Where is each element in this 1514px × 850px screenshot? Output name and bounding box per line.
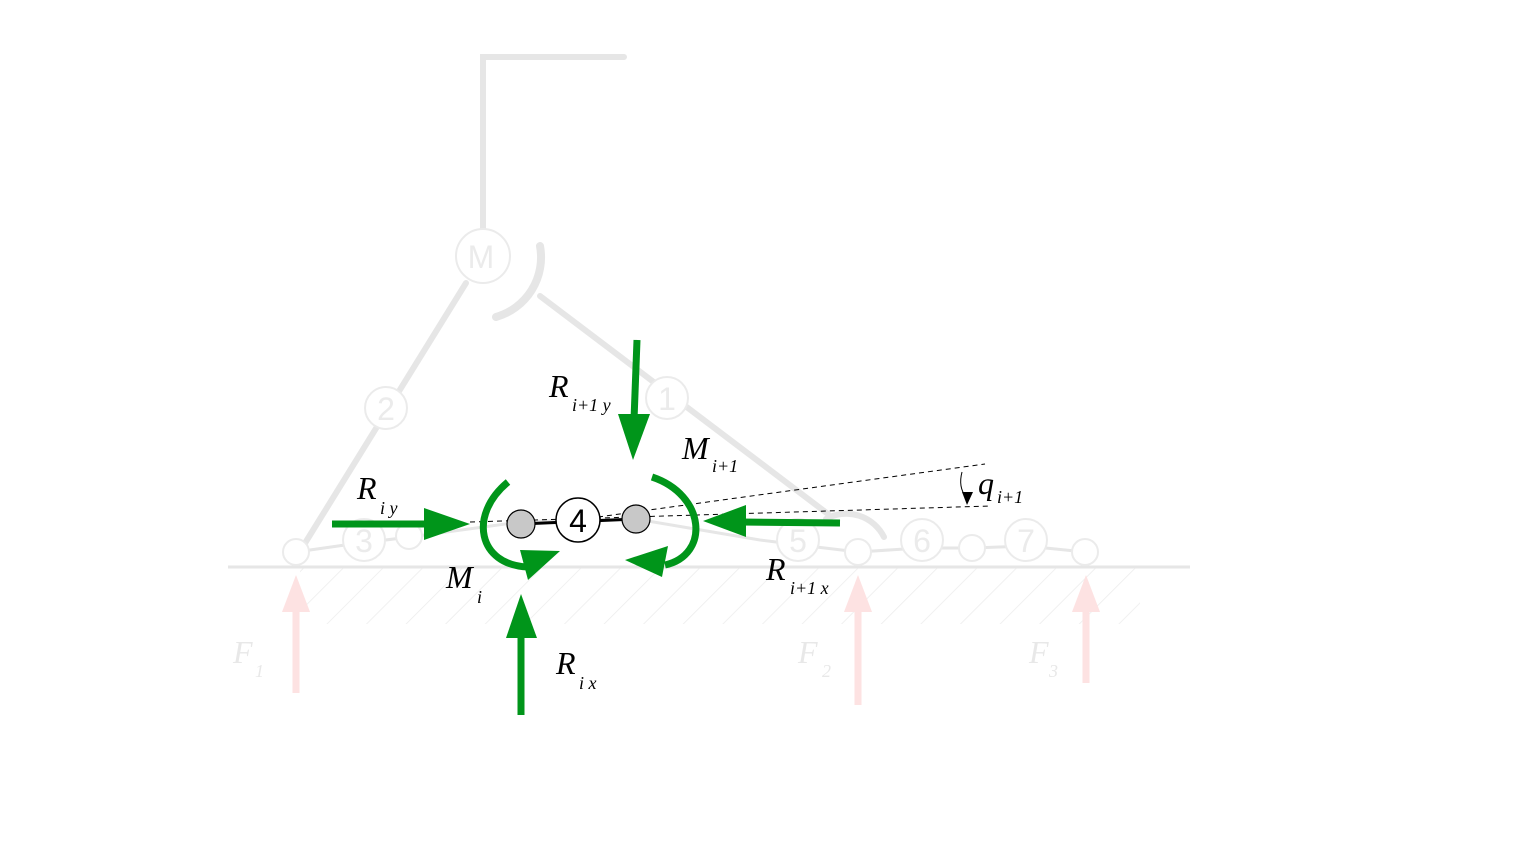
angle-guides bbox=[469, 463, 991, 523]
frame-bracket bbox=[480, 54, 627, 235]
link-7-node bbox=[1004, 518, 1048, 562]
svg-text:6: 6 bbox=[913, 523, 931, 559]
svg-text:2: 2 bbox=[377, 391, 395, 427]
labels: R i y R i+1 y M i+1 q i+1 M i R i+1 x R … bbox=[356, 368, 1023, 693]
svg-text:3: 3 bbox=[1048, 661, 1058, 681]
svg-text:M: M bbox=[468, 239, 495, 275]
R-iy-label: R bbox=[356, 470, 377, 506]
joint-5-arc bbox=[823, 510, 887, 540]
R-i1x-arrow bbox=[739, 518, 841, 527]
svg-text:2: 2 bbox=[822, 661, 831, 681]
small-joint bbox=[958, 534, 986, 562]
M-i1-label: M bbox=[681, 430, 711, 466]
svg-text:i: i bbox=[477, 587, 482, 607]
link-6-node bbox=[900, 518, 944, 562]
R-i1y-arrow bbox=[630, 339, 641, 421]
svg-text:5: 5 bbox=[789, 523, 807, 559]
R-i1x-label: R bbox=[765, 551, 786, 587]
svg-text:i+1: i+1 bbox=[712, 456, 738, 476]
contact-joint-3 bbox=[1071, 538, 1099, 566]
svg-text:i+1 x: i+1 x bbox=[790, 578, 829, 598]
link-4-element: 4 bbox=[506, 497, 651, 543]
svg-text:3: 3 bbox=[355, 523, 373, 559]
faded-nodes: M 2 1 3 5 6 7 bbox=[282, 228, 1099, 566]
joint-right bbox=[621, 504, 651, 534]
svg-text:4: 4 bbox=[569, 503, 587, 539]
svg-text:i y: i y bbox=[380, 498, 398, 518]
svg-text:7: 7 bbox=[1017, 523, 1035, 559]
q-i1-label: q bbox=[978, 465, 994, 501]
motor-node bbox=[455, 228, 511, 284]
motor-arc bbox=[492, 242, 546, 321]
svg-text:1: 1 bbox=[255, 661, 264, 681]
F1-label: F bbox=[232, 634, 253, 670]
ground-forces bbox=[282, 575, 1100, 705]
F2-label: F bbox=[797, 634, 818, 670]
R-ix-label: R bbox=[555, 645, 576, 681]
svg-text:i+1: i+1 bbox=[997, 487, 1023, 507]
R-i1y-label: R bbox=[548, 368, 569, 404]
contact-joint-2 bbox=[844, 538, 872, 566]
ground bbox=[228, 565, 1190, 624]
force-labels: F 1 F 2 F 3 bbox=[232, 634, 1058, 681]
svg-text:i x: i x bbox=[579, 673, 597, 693]
contact-joint-1 bbox=[282, 538, 310, 566]
svg-text:1: 1 bbox=[658, 381, 676, 417]
F3-label: F bbox=[1028, 634, 1049, 670]
joint-left bbox=[506, 509, 536, 539]
svg-text:i+1 y: i+1 y bbox=[572, 395, 611, 415]
link-1-node bbox=[645, 376, 689, 420]
green-forces bbox=[332, 339, 841, 715]
link-3-node bbox=[342, 518, 386, 562]
link-5-node bbox=[776, 518, 820, 562]
link-2-node bbox=[364, 386, 408, 430]
link-4-node bbox=[555, 497, 601, 543]
M-i-label: M bbox=[445, 559, 475, 595]
M-i1-moment bbox=[650, 473, 700, 569]
M-i-moment bbox=[479, 479, 529, 571]
faded-mechanism bbox=[294, 54, 1087, 554]
